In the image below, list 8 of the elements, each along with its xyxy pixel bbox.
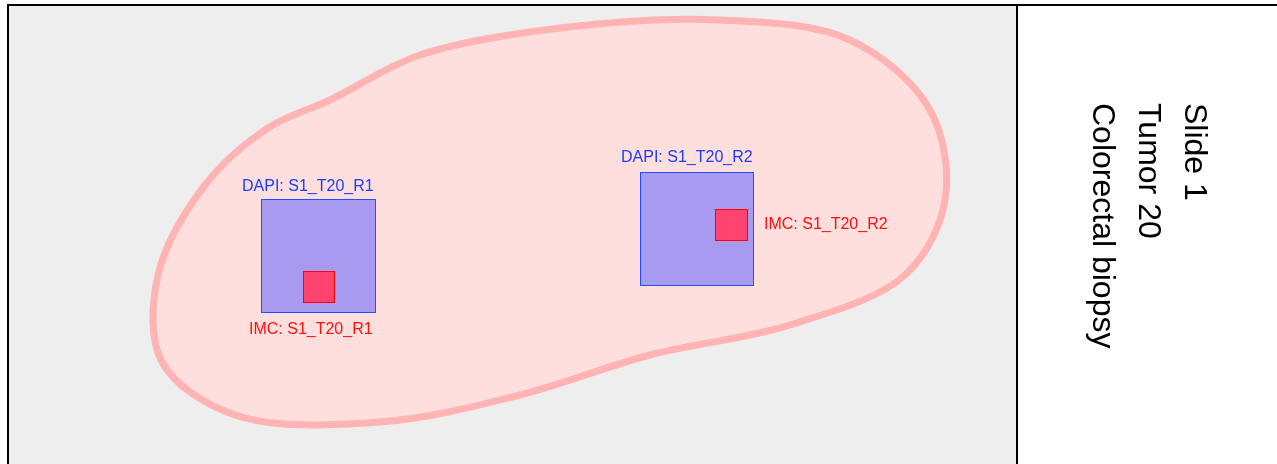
region-label: DAPI: S1_T20_R2	[621, 148, 753, 166]
region-label: IMC: S1_T20_R1	[249, 320, 373, 338]
slide-info-text: Colorectal biopsy	[1085, 103, 1123, 351]
slide-area	[9, 6, 1016, 464]
region-label: DAPI: S1_T20_R1	[242, 177, 374, 195]
slide-info-text: Slide 1	[1177, 103, 1215, 203]
region-label: IMC: S1_T20_R2	[764, 215, 888, 233]
slide-info-text: Tumor 20	[1131, 103, 1169, 241]
